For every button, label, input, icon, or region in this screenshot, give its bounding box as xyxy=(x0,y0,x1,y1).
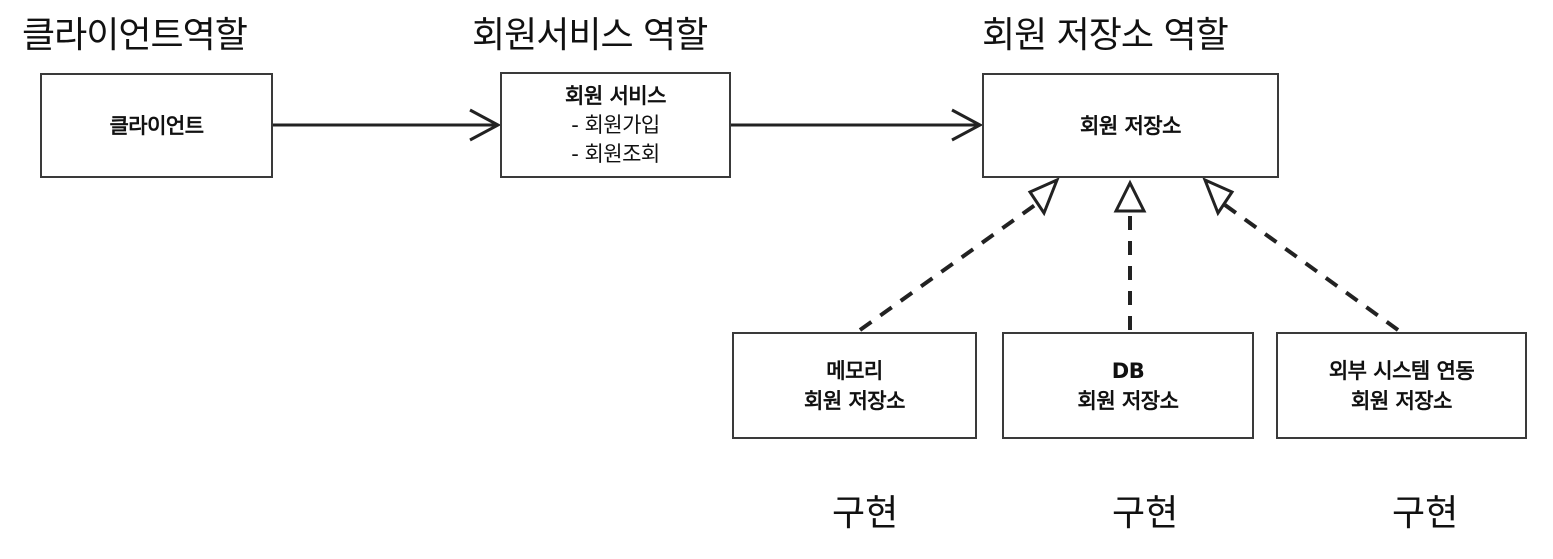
memory-repository-box: 메모리 회원 저장소 xyxy=(732,332,977,439)
arrowhead-client-to-service xyxy=(469,108,502,142)
realization-head-db xyxy=(1113,179,1147,213)
db-repository-line2: 회원 저장소 xyxy=(1077,388,1179,413)
memory-repository-line2: 회원 저장소 xyxy=(804,388,905,413)
db-repository-line1: DB xyxy=(1111,358,1145,383)
realization-line-memory xyxy=(858,203,1037,332)
db-repository-box: DB 회원 저장소 xyxy=(1002,332,1254,439)
client-box: 클라이언트 xyxy=(40,73,273,178)
member-repository-title: 회원 저장소 xyxy=(1080,113,1181,138)
member-service-item-signup: - 회원가입 xyxy=(571,113,660,137)
memory-repository-line1: 메모리 xyxy=(826,358,883,383)
realization-head-external xyxy=(1202,177,1235,217)
implementation-label-db: 구현 xyxy=(1112,493,1179,534)
external-repository-line1: 외부 시스템 연동 xyxy=(1328,358,1475,383)
client-box-title: 클라이언트 xyxy=(109,113,204,138)
external-repository-line2: 회원 저장소 xyxy=(1351,388,1452,413)
repository-role-label: 회원 저장소 역할 xyxy=(982,15,1229,56)
client-role-label: 클라이언트역할 xyxy=(22,15,248,56)
implementation-label-external: 구현 xyxy=(1392,493,1459,534)
realization-head-memory xyxy=(1027,177,1060,217)
implementation-label-memory: 구현 xyxy=(832,493,899,534)
member-repository-box: 회원 저장소 xyxy=(982,73,1279,178)
member-service-item-lookup: - 회원조회 xyxy=(571,142,660,166)
realization-line-external xyxy=(1223,203,1400,332)
arrowhead-service-to-repository xyxy=(951,108,984,142)
member-service-title: 회원 서비스 xyxy=(565,84,666,108)
member-service-box: 회원 서비스 - 회원가입 - 회원조회 xyxy=(500,72,731,178)
external-repository-box: 외부 시스템 연동 회원 저장소 xyxy=(1276,332,1527,439)
service-role-label: 회원서비스 역할 xyxy=(472,15,708,56)
